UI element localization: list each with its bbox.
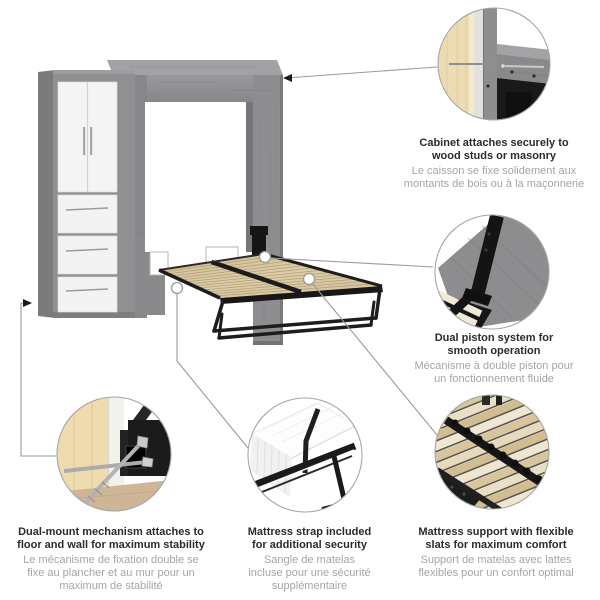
piston-arm-icon [471, 215, 504, 294]
callout-dots [170, 250, 316, 295]
feature-title-line: Dual-mount mechanism attaches to [18, 526, 204, 538]
wardrobe-cabinet [38, 70, 135, 318]
detail-circle-cabinet-attachment [437, 7, 551, 121]
feature-subtitle-line: Le mécanisme de fixation double se [23, 554, 199, 566]
feature-subtitle-line: supplémentaire [271, 580, 348, 592]
feature-dual-mount-label: Dual-mount mechanism attaches to floor a… [2, 526, 220, 593]
feature-subtitle-line: maximum de stabilité [59, 580, 163, 592]
bed-platform [158, 252, 383, 340]
feature-slats-label: Mattress support with flexible slats for… [386, 526, 600, 580]
feature-subtitle-line: flexibles pour un confort optimal [418, 567, 574, 579]
feature-subtitle-line: Mécanisme à double piston pour [414, 360, 574, 372]
door-handle-right [90, 127, 93, 155]
feature-subtitle-line: montants de bois ou à la maçonnerie [403, 178, 585, 190]
feature-title-line: Cabinet attaches securely to [419, 137, 569, 149]
detail-circle-piston [434, 214, 550, 330]
arrow-left-icon [283, 74, 292, 82]
wood-grain [120, 66, 277, 332]
feature-title-line: slats for maximum comfort [425, 538, 567, 551]
detail-circle-dual-mount [56, 396, 172, 512]
slat-rail-icon [443, 416, 549, 492]
feature-title-line: floor and wall for maximum stability [17, 538, 205, 551]
center-rail [210, 259, 302, 295]
feature-title-line: Mattress support with flexible [418, 526, 574, 538]
lag-screw-icon [63, 435, 154, 508]
feature-strap-label: Mattress strap included for additional s… [227, 526, 392, 593]
feature-piston-label: Dual piston system for smooth operation … [384, 332, 600, 386]
leader-lines [20, 66, 438, 457]
bed-frame-icon [248, 442, 357, 511]
detail-circle-mattress-strap [247, 397, 363, 513]
feature-subtitle-line: un fonctionnement fluide [434, 373, 554, 385]
feature-subtitle-line: incluse pour une sécurité [248, 567, 371, 579]
callout-dot-strap [170, 281, 184, 295]
feature-title-line: Mattress strap included [247, 526, 372, 538]
feature-title-line: for additional security [252, 538, 367, 551]
wardrobe-drawers [57, 194, 118, 313]
feature-cabinet-attachment-label: Cabinet attaches securely to wood studs … [384, 137, 600, 191]
bed-legs-and-handle [212, 287, 382, 340]
feature-subtitle-line: fixe au plancher et au mur pour un [27, 567, 195, 579]
feature-subtitle-line: Support de matelas avec lattes [420, 554, 572, 566]
anchor-screw-icon [502, 65, 545, 68]
callout-dot-piston [258, 250, 272, 264]
feature-subtitle-line: Sangle de matelas [263, 554, 356, 566]
feature-title-line: smooth operation [447, 344, 541, 357]
feature-title-line: wood studs or masonry [431, 149, 557, 162]
callout-dot-slats [302, 272, 316, 286]
feature-title-line: Dual piston system for [434, 332, 554, 344]
door-handle-left [83, 127, 86, 155]
feature-subtitle-line: Le caisson se fixe solidement aux [411, 165, 577, 177]
arrow-right-icon [23, 299, 32, 307]
